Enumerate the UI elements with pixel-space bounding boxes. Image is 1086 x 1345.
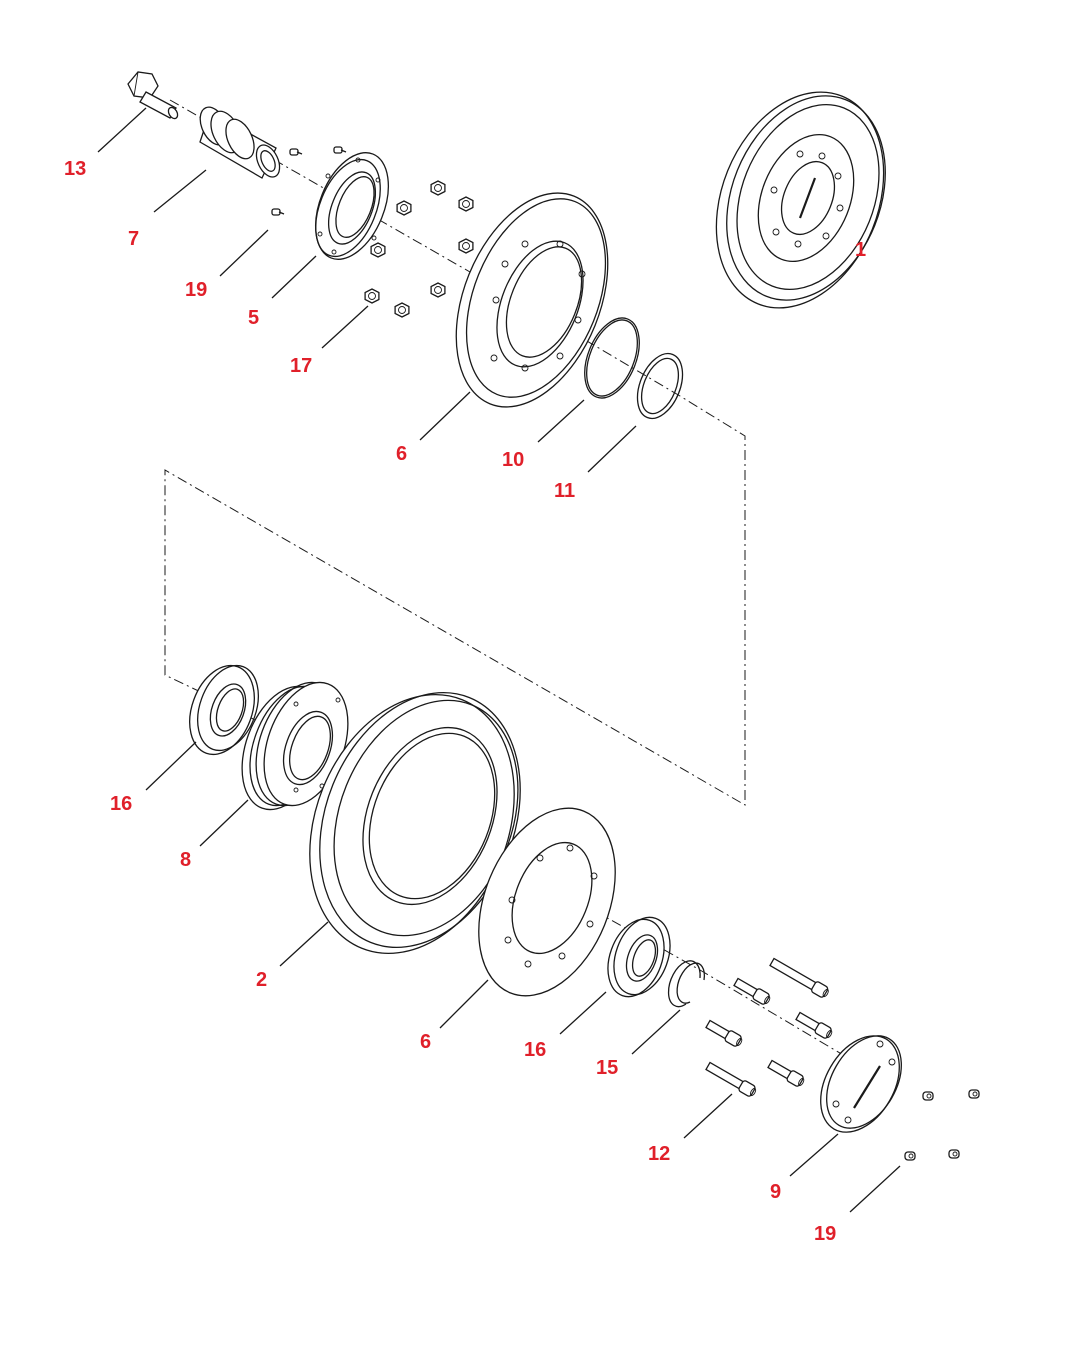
callout-8: 8 xyxy=(180,849,191,871)
leader-lines xyxy=(97,107,901,1213)
callout-13: 13 xyxy=(64,158,86,180)
part-6-disc-upper xyxy=(455,192,609,408)
cap-screw xyxy=(769,957,829,998)
part-17-nuts xyxy=(364,180,474,318)
hex-nut-bore xyxy=(374,246,382,254)
hex-nut-bore xyxy=(462,200,470,208)
callout-7: 7 xyxy=(128,228,139,250)
hex-nut-bore xyxy=(398,306,406,314)
callout-16: 16 xyxy=(524,1039,546,1061)
callout-15: 15 xyxy=(596,1057,618,1079)
cap-screw xyxy=(705,1019,743,1047)
part-12-cap-screws xyxy=(705,957,833,1097)
callout-10: 10 xyxy=(502,449,524,471)
part-19-screws-upper xyxy=(271,146,347,216)
callout-17: 17 xyxy=(290,355,312,377)
cap-screw xyxy=(795,1011,833,1039)
callout-1: 1 xyxy=(855,239,866,261)
callout-6: 6 xyxy=(420,1031,431,1053)
part-6-disc-lower xyxy=(478,807,616,997)
hex-nut-bore xyxy=(462,242,470,250)
callout-9: 9 xyxy=(770,1181,781,1203)
part-10-o-ring xyxy=(584,317,640,399)
callout-16: 16 xyxy=(110,793,132,815)
hex-nut xyxy=(458,238,474,254)
callout-19: 19 xyxy=(185,279,207,301)
part-13-hex-bolt xyxy=(127,71,179,120)
part-1-wheel-assembly xyxy=(715,91,886,309)
callout-11: 11 xyxy=(554,480,575,502)
cap-screw xyxy=(767,1059,805,1087)
callout-2: 2 xyxy=(256,969,267,991)
hex-nut xyxy=(458,196,474,212)
hex-nut-bore xyxy=(434,184,442,192)
part-8-hub xyxy=(241,681,349,811)
cap-screw xyxy=(705,1061,757,1097)
part-16-bearing-left xyxy=(189,664,259,756)
part-11-ring xyxy=(636,352,684,420)
part-5-flange xyxy=(315,152,389,260)
part-9-cover xyxy=(820,1035,902,1133)
hex-nut xyxy=(430,180,446,196)
part-16-bearing-right xyxy=(607,916,671,998)
hex-nut xyxy=(394,302,410,318)
hex-nut-bore xyxy=(434,286,442,294)
hex-nut xyxy=(364,288,380,304)
callout-5: 5 xyxy=(248,307,259,329)
hex-nut-bore xyxy=(368,292,376,300)
callout-12: 12 xyxy=(648,1143,670,1165)
hex-nut xyxy=(370,242,386,258)
part-15-circlip xyxy=(667,960,705,1008)
part-19-screws-lower xyxy=(904,1089,980,1161)
hex-nut-bore xyxy=(400,204,408,212)
part-2-tyre xyxy=(309,691,521,954)
callout-6: 6 xyxy=(396,443,407,465)
hex-nut xyxy=(396,200,412,216)
callout-labels: 13 7 19 5 17 1 6 10 11 16 8 2 6 16 15 12… xyxy=(64,158,866,1245)
part-7-shaft xyxy=(199,106,281,179)
callout-19: 19 xyxy=(814,1223,836,1245)
cap-screw xyxy=(733,977,771,1005)
hex-nut xyxy=(430,282,446,298)
